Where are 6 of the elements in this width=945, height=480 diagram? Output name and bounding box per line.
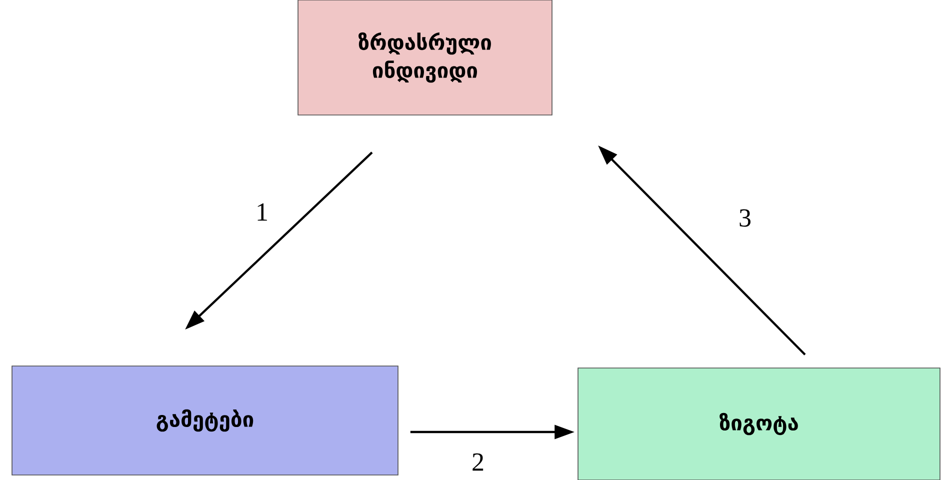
edge-label: 1 bbox=[254, 202, 270, 222]
edge-label: 3 bbox=[738, 208, 752, 228]
edge-label: 2 bbox=[470, 452, 486, 472]
process-box: ზიგოტა bbox=[578, 368, 940, 480]
process-box: ზრდასრული ინდივიდი bbox=[298, 0, 552, 116]
process-box: გამეტები bbox=[12, 366, 398, 476]
